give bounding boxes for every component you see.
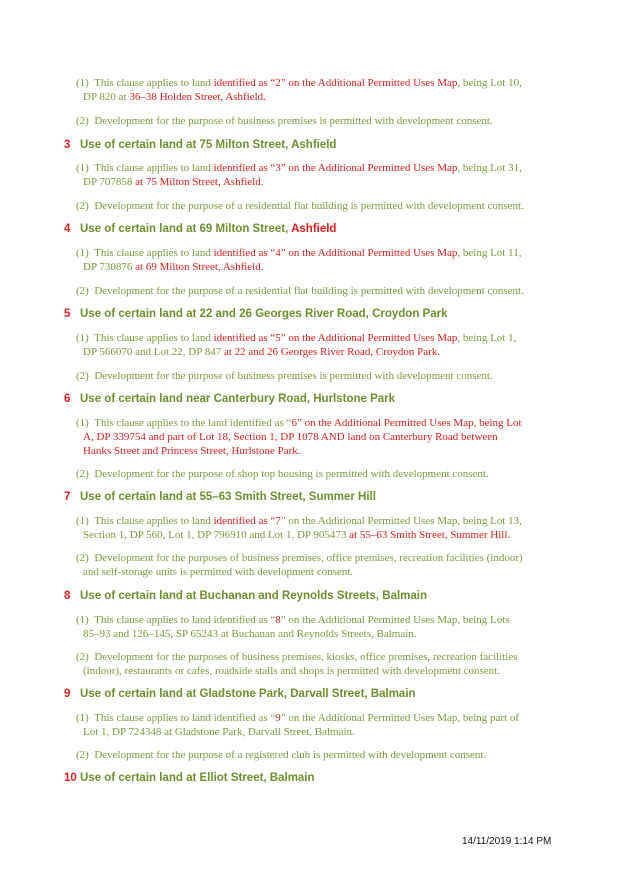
- clause-9-subclause-2: (2) Development for the purpose of a reg…: [76, 749, 487, 761]
- clause-5-subclause-1: (1) This clause applies to land identifi…: [76, 332, 517, 358]
- clause-7-subclause-2: (2) Development for the purposes of busi…: [76, 552, 523, 578]
- clause-8-subclause-2: (2) Development for the purposes of busi…: [76, 651, 518, 677]
- clause-7-subclause-1: (1) This clause applies to land identifi…: [76, 515, 522, 541]
- print-timestamp: 14/11/2019 1:14 PM: [462, 836, 552, 847]
- clause-4-subclause-1: (1) This clause applies to land identifi…: [76, 247, 522, 273]
- clause-2-subclause-1: (1) This clause applies to land identifi…: [76, 77, 522, 103]
- clause-2-subclause-2: (2) Development for the purpose of busin…: [76, 115, 493, 127]
- clause-9-subclause-1: (1) This clause applies to land identifi…: [76, 712, 520, 738]
- clause-5-subclause-2: (2) Development for the purpose of busin…: [76, 370, 493, 382]
- clause-3-subclause-1: (1) This clause applies to land identifi…: [76, 162, 522, 188]
- clause-8-subclause-1: (1) This clause applies to land identifi…: [76, 614, 510, 640]
- clause-4-subclause-2: (2) Development for the purpose of a res…: [76, 285, 524, 297]
- clause-6-subclause-2: (2) Development for the purpose of shop …: [76, 468, 489, 480]
- clause-6-subclause-1: (1) This clause applies to the land iden…: [76, 417, 522, 457]
- clause-3-subclause-2: (2) Development for the purpose of a res…: [76, 200, 524, 212]
